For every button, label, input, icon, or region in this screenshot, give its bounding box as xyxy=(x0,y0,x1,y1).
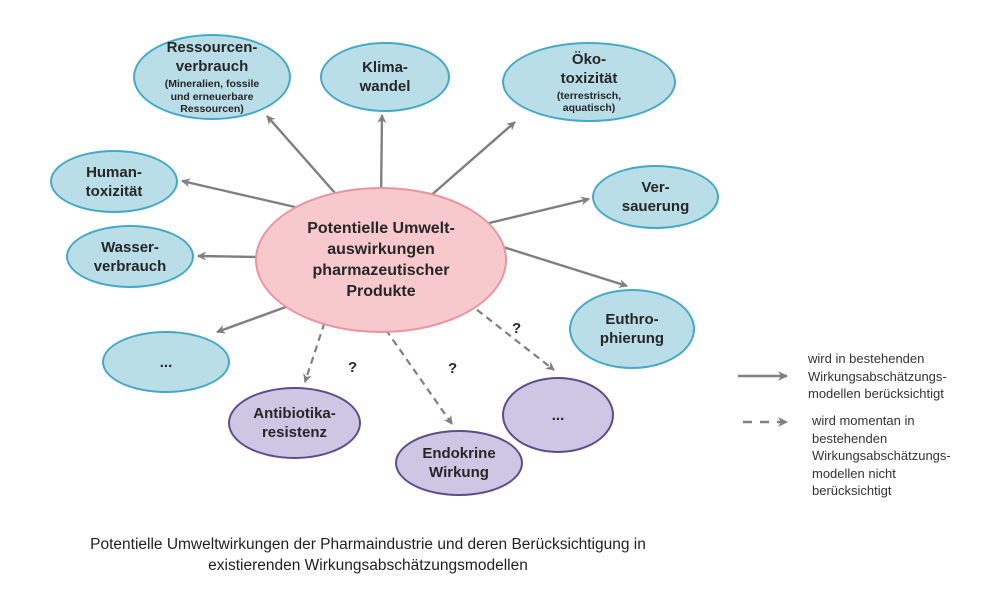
label-line: Antibiotika- xyxy=(253,405,336,422)
caption-line: Potentielle Umweltwirkungen der Pharmain… xyxy=(90,536,646,553)
node-oekotoxizitaet-label: Öko- toxizität xyxy=(561,50,618,88)
node-wasserverbrauch: Wasser- verbrauch xyxy=(66,225,194,288)
label-line: Klima- xyxy=(362,59,408,76)
node-center-label: Potentielle Umwelt- auswirkungen pharmaz… xyxy=(307,218,455,302)
label-line: ... xyxy=(159,353,173,371)
legend-line: wird in bestehenden xyxy=(808,351,925,366)
note-line: Ressourcen) xyxy=(180,103,244,116)
label-line: sauerung xyxy=(621,198,690,215)
node-oekotoxizitaet-note: (terrestrisch, aquatisch) xyxy=(557,90,621,115)
legend-line: modellen berücksichtigt xyxy=(808,386,944,401)
node-antibiotikaresistenz: Antibiotika- resistenz xyxy=(228,387,361,459)
legend-line: modellen nicht xyxy=(812,465,896,481)
legend-dashed-text: wird momentan in bestehenden Wirkungsabs… xyxy=(812,412,951,500)
note-line: (Mineralien, fossile xyxy=(164,78,260,91)
dashed-arrow-center-to-more-not-considered xyxy=(457,294,555,371)
legend-line: Wirkungsabschätzungs- xyxy=(808,368,947,384)
legend-solid-text: wird in bestehenden Wirkungsabschätzungs… xyxy=(808,350,947,403)
node-more-considered: ... xyxy=(102,331,230,393)
label-line: toxizität xyxy=(560,69,618,87)
node-endokrine-wirkung: Endokrine Wirkung xyxy=(395,430,523,496)
node-oekotoxizitaet: Öko- toxizität (terrestrisch, aquatisch) xyxy=(502,42,676,122)
arrow-center-to-versauerung xyxy=(484,196,590,226)
arrow-center-to-euthrophierung xyxy=(499,244,628,288)
node-ressourcenverbrauch-note: (Mineralien, fossile und erneuerbare Res… xyxy=(165,78,260,116)
note-line: (terrestrisch, xyxy=(556,89,622,102)
legend-dashed-arrow-icon xyxy=(743,417,788,427)
label-line: Euthro- xyxy=(605,311,659,328)
node-klimawandel-label: Klima- wandel xyxy=(360,58,411,96)
label-line: ... xyxy=(551,406,565,424)
question-mark-more: ? xyxy=(512,320,522,337)
node-wasserverbrauch-label: Wasser- verbrauch xyxy=(94,238,167,276)
label-line: Potentielle Umwelt- xyxy=(307,220,455,237)
legend-line: berücksichtigt xyxy=(812,483,892,498)
node-more-not-considered: ... xyxy=(502,377,614,453)
legend-solid-arrow-icon xyxy=(738,371,788,381)
caption-line: existierenden Wirkungsabschätzungsmodell… xyxy=(208,557,528,574)
legend-line: Wirkungsabschätzungs- xyxy=(812,448,951,463)
arrow-center-to-oekotoxizitaet xyxy=(419,121,516,206)
label-line: Endokrine xyxy=(422,445,496,462)
node-ressourcenverbrauch-label: Ressourcen- verbrauch xyxy=(167,38,258,76)
node-humantoxizitaet: Human- toxizität xyxy=(50,150,178,213)
node-ressourcenverbrauch: Ressourcen- verbrauch (Mineralien, fossi… xyxy=(133,34,291,120)
label-line: Ressourcen- xyxy=(166,39,258,57)
node-more-not-considered-label: ... xyxy=(552,406,565,425)
label-line: Human- xyxy=(86,163,142,181)
label-line: auswirkungen xyxy=(327,241,435,258)
question-mark-endokrine: ? xyxy=(448,360,458,377)
node-center-umweltauswirkungen: Potentielle Umwelt- auswirkungen pharmaz… xyxy=(255,187,507,333)
note-line: und erneuerbare xyxy=(170,90,254,103)
label-line: Ver- xyxy=(641,179,670,196)
node-klimawandel: Klima- wandel xyxy=(320,42,450,112)
figure-caption: Potentielle Umweltwirkungen der Pharmain… xyxy=(0,534,736,576)
node-euthrophierung-label: Euthro- phierung xyxy=(600,310,664,348)
label-line: Produkte xyxy=(346,283,416,300)
label-line: verbrauch xyxy=(93,257,167,275)
question-mark-antibiotika: ? xyxy=(348,359,358,376)
label-line: verbrauch xyxy=(175,58,249,76)
label-line: Öko- xyxy=(571,50,607,68)
arrow-center-to-wasserverbrauch xyxy=(197,251,263,261)
label-line: resistenz xyxy=(261,424,328,441)
node-versauerung: Ver- sauerung xyxy=(592,165,719,229)
node-versauerung-label: Ver- sauerung xyxy=(622,178,690,216)
label-line: Wasser- xyxy=(101,238,159,256)
arrow-center-to-klimawandel xyxy=(377,114,387,201)
legend-line: bestehenden xyxy=(812,430,888,446)
node-endokrine-wirkung-label: Endokrine Wirkung xyxy=(422,444,495,482)
label-line: Wirkung xyxy=(429,464,489,481)
note-line: aquatisch) xyxy=(562,102,616,114)
label-line: pharmazeutischer xyxy=(312,262,450,279)
node-antibiotikaresistenz-label: Antibiotika- resistenz xyxy=(253,404,336,442)
arrow-center-to-humantoxizitaet xyxy=(181,178,296,209)
node-euthrophierung: Euthro- phierung xyxy=(569,289,695,369)
node-humantoxizitaet-label: Human- toxizität xyxy=(86,163,143,201)
label-line: toxizität xyxy=(85,182,143,200)
legend-line: wird momentan in xyxy=(812,413,915,428)
node-more-considered-label: ... xyxy=(160,353,173,372)
label-line: phierung xyxy=(599,330,665,347)
label-line: wandel xyxy=(359,78,411,95)
